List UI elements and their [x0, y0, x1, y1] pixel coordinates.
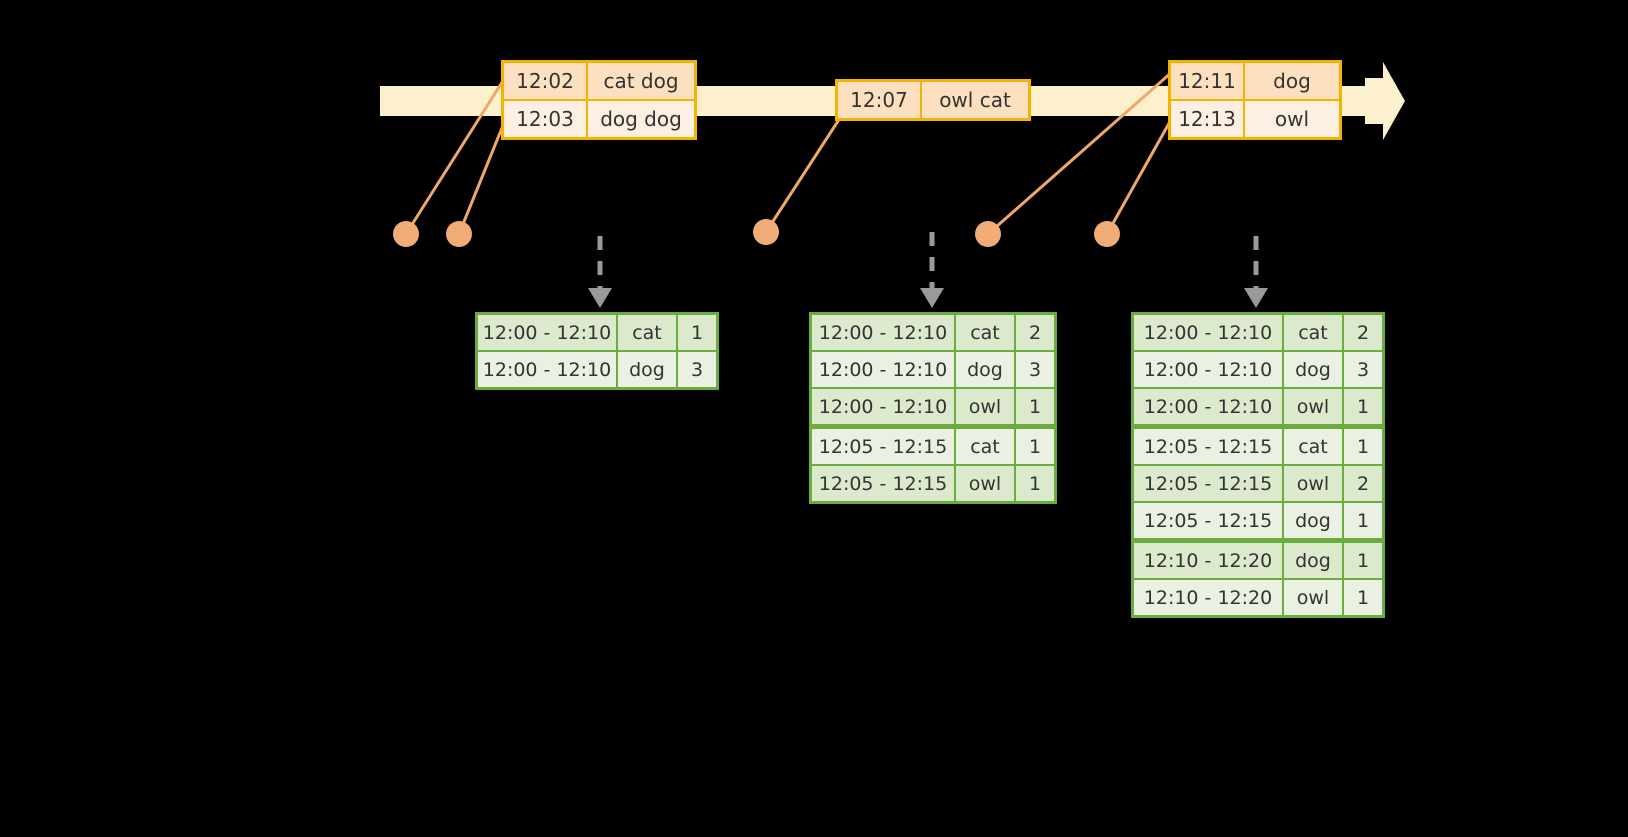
result-count-cell: 3 — [1344, 352, 1382, 387]
event-time: 12:02 — [504, 63, 588, 99]
event-time: 12:03 — [504, 101, 588, 137]
result-key-cell: owl — [956, 389, 1014, 424]
result-window-cell: 12:05 - 12:15 — [1134, 466, 1282, 501]
result-window-cell: 12:00 - 12:10 — [1134, 352, 1282, 387]
result-key-cell: owl — [1284, 389, 1342, 424]
timeline-event-row: 12:11 dog — [1171, 63, 1339, 99]
result-key-cell: cat — [618, 315, 676, 350]
result-key-cell: owl — [1284, 580, 1342, 615]
result-window-cell: 12:05 - 12:15 — [812, 429, 954, 464]
event-connector-line — [764, 117, 842, 233]
result-key-cell: dog — [618, 352, 676, 387]
result-key-cell: dog — [956, 352, 1014, 387]
result-window-cell: 12:00 - 12:10 — [812, 315, 954, 350]
result-window-cell: 12:00 - 12:10 — [478, 352, 616, 387]
event-connector-line — [457, 117, 508, 235]
timeline-event-row: 12:13 owl — [1171, 99, 1339, 137]
result-key-cell: dog — [1284, 543, 1342, 578]
result-count-cell: 3 — [678, 352, 716, 387]
event-payload: owl cat — [922, 82, 1028, 118]
result-count-cell: 1 — [1016, 429, 1054, 464]
result-window-cell: 12:05 - 12:15 — [1134, 503, 1282, 538]
result-window-cell: 12:00 - 12:10 — [812, 389, 954, 424]
timeline-arrow-head — [1365, 62, 1405, 140]
result-count-cell: 1 — [1344, 503, 1382, 538]
event-marker-dot — [446, 221, 472, 247]
result-key-cell: dog — [1284, 503, 1342, 538]
result-count-cell: 1 — [1344, 580, 1382, 615]
result-count-cell: 1 — [678, 315, 716, 350]
result-window-cell: 12:00 - 12:10 — [478, 315, 616, 350]
result-count-cell: 1 — [1344, 389, 1382, 424]
event-payload: dog — [1245, 63, 1339, 99]
result-count-cell: 2 — [1344, 466, 1382, 501]
timeline-event-row: 12:03 dog dog — [504, 99, 694, 137]
result-count-cell: 2 — [1016, 315, 1054, 350]
timeline-event-row: 12:07 owl cat — [838, 82, 1028, 118]
event-payload: owl — [1245, 101, 1339, 137]
result-count-cell: 3 — [1016, 352, 1054, 387]
event-marker-dot — [1094, 221, 1120, 247]
result-window-cell: 12:00 - 12:10 — [1134, 389, 1282, 424]
result-key-cell: cat — [956, 315, 1014, 350]
event-connector-line — [1105, 117, 1174, 235]
result-key-cell: cat — [1284, 429, 1342, 464]
result-count-cell: 1 — [1344, 543, 1382, 578]
result-window-cell: 12:00 - 12:10 — [812, 352, 954, 387]
timeline-event-group-2[interactable]: 12:07 owl cat — [835, 79, 1031, 121]
event-marker-dot — [393, 221, 419, 247]
result-key-cell: cat — [956, 429, 1014, 464]
result-window-cell: 12:10 - 12:20 — [1134, 543, 1282, 578]
result-key-cell: cat — [1284, 315, 1342, 350]
result-count-cell: 1 — [1344, 429, 1382, 464]
result-window-cell: 12:05 - 12:15 — [1134, 429, 1282, 464]
result-key-cell: dog — [1284, 352, 1342, 387]
timeline-event-group-3[interactable]: 12:11 dog 12:13 owl — [1168, 60, 1342, 140]
event-marker-dot — [975, 221, 1001, 247]
result-key-cell: owl — [1284, 466, 1342, 501]
event-time: 12:07 — [838, 82, 922, 118]
event-time: 12:11 — [1171, 63, 1245, 99]
result-window-cell: 12:05 - 12:15 — [812, 466, 954, 501]
event-time: 12:13 — [1171, 101, 1245, 137]
timeline-event-group-1[interactable]: 12:02 cat dog 12:03 dog dog — [501, 60, 697, 140]
result-window-cell: 12:00 - 12:10 — [1134, 315, 1282, 350]
flow-arrow-head-icon — [920, 288, 944, 308]
event-marker-dot — [753, 219, 779, 245]
flow-arrow-head-icon — [588, 288, 612, 308]
event-payload: cat dog — [588, 63, 694, 99]
timeline-event-row: 12:02 cat dog — [504, 63, 694, 99]
result-count-cell: 2 — [1344, 315, 1382, 350]
result-count-cell: 1 — [1016, 466, 1054, 501]
result-count-cell: 1 — [1016, 389, 1054, 424]
event-payload: dog dog — [588, 101, 694, 137]
result-window-cell: 12:10 - 12:20 — [1134, 580, 1282, 615]
result-key-cell: owl — [956, 466, 1014, 501]
flow-arrow-head-icon — [1244, 288, 1268, 308]
